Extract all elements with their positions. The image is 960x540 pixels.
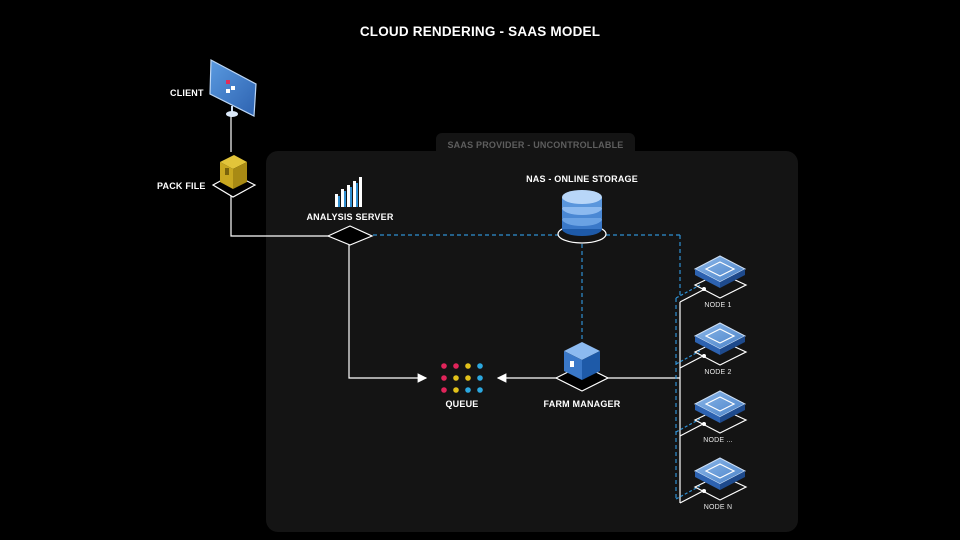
connection-lines xyxy=(230,115,704,504)
render-node-3 xyxy=(693,390,748,434)
bar-chart-icon xyxy=(335,177,362,207)
render-node-4 xyxy=(693,457,748,501)
node-label: NODE 2 xyxy=(704,369,732,376)
monitor-icon xyxy=(209,59,257,117)
provider-region-label: SAAS PROVIDER - UNCONTROLLABLE xyxy=(447,140,624,150)
render-node-2 xyxy=(693,322,748,366)
analysis-to-queue-line xyxy=(348,245,428,383)
client-label: CLIENT xyxy=(170,88,204,98)
pack-file-label: PACK FILE xyxy=(157,181,206,191)
render-node-1 xyxy=(693,255,748,299)
node-label: NODE 1 xyxy=(704,302,732,309)
diagram-title: CLOUD RENDERING - SAAS MODEL xyxy=(359,24,601,39)
analysis-server-label: ANALYSIS SERVER xyxy=(306,212,394,222)
cube-icon xyxy=(554,342,610,392)
package-icon xyxy=(211,155,257,198)
node-label: NODE N xyxy=(703,504,733,511)
pack-to-analysis-line xyxy=(230,196,330,237)
database-icon xyxy=(557,190,607,244)
analysis-diamond xyxy=(326,225,374,246)
dot-grid-icon xyxy=(441,363,483,393)
node-label: NODE ... xyxy=(703,437,733,444)
farm-manager-label: FARM MANAGER xyxy=(543,399,621,409)
nas-label: NAS - ONLINE STORAGE xyxy=(526,174,638,184)
provider-region-tab xyxy=(436,133,635,155)
queue-label: QUEUE xyxy=(445,399,479,409)
